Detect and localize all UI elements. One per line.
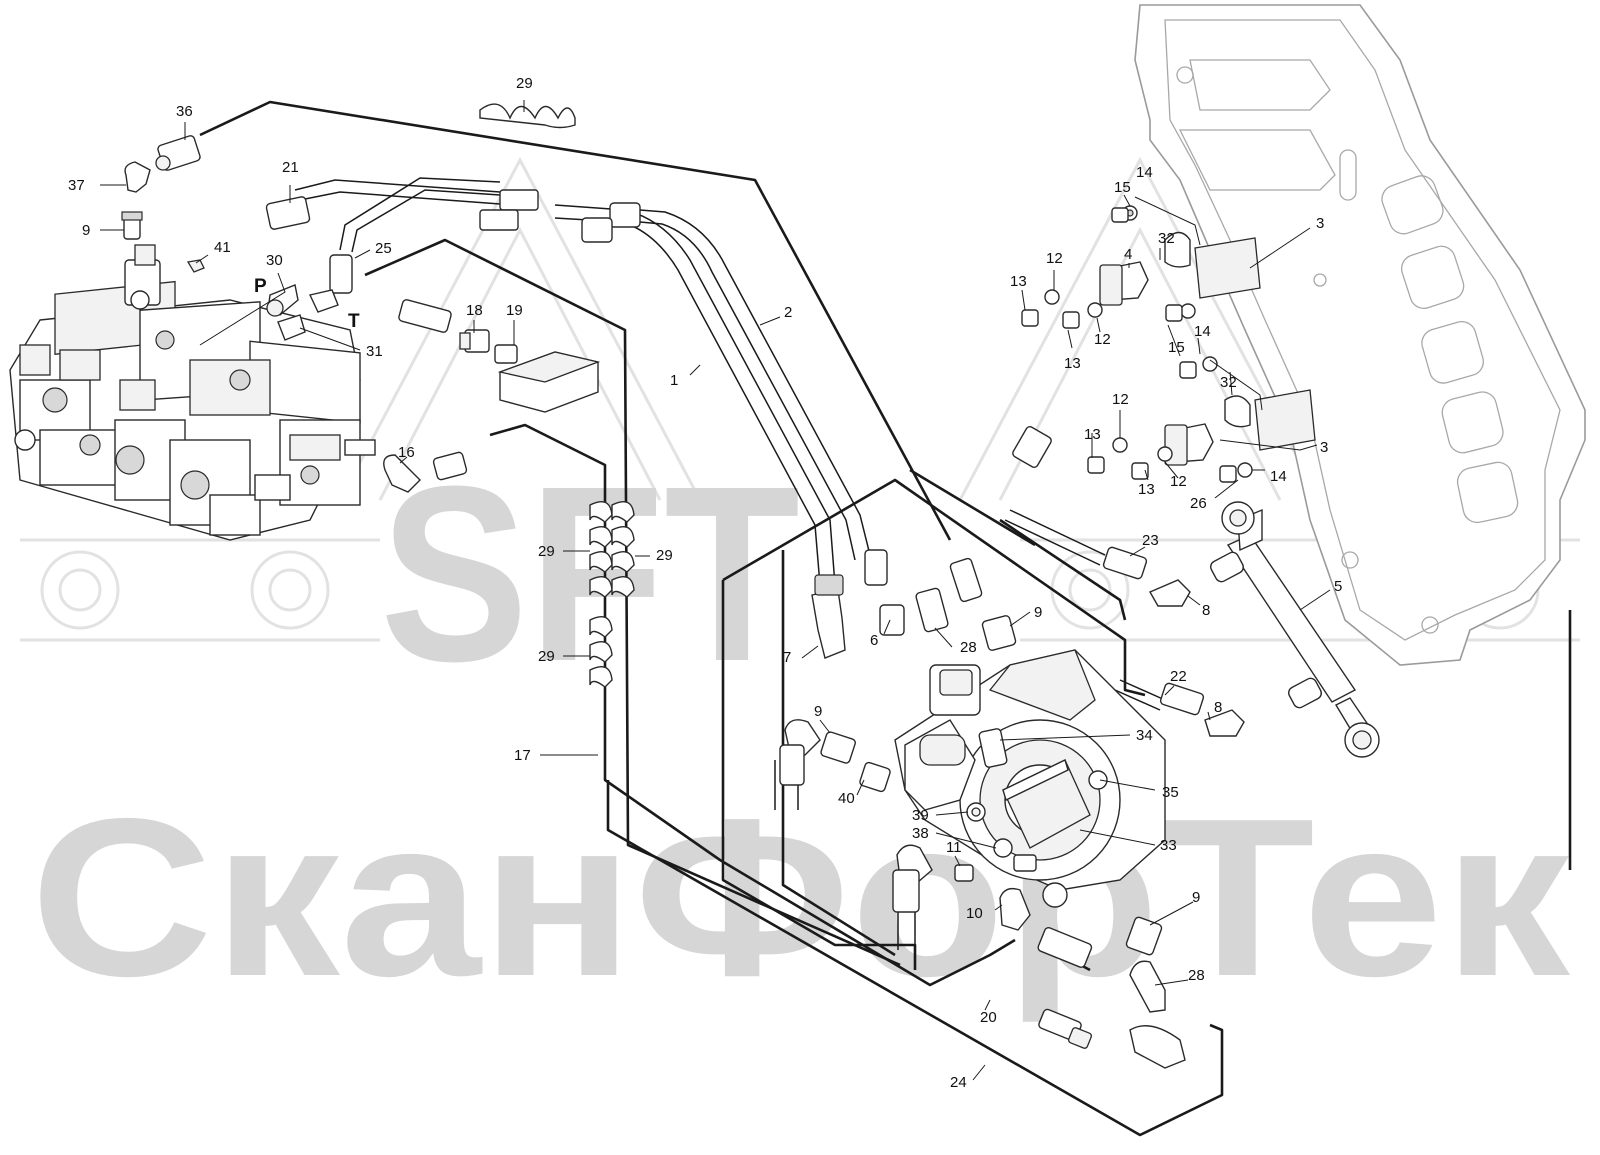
callout-8-a: 8 [1202,602,1210,619]
callout-12-b: 12 [1094,331,1111,348]
callout-3-a: 3 [1316,215,1324,232]
callout-11: 11 [946,839,962,856]
hose-20 [722,478,1146,697]
hoses [199,100,1572,1137]
callout-9-left: 9 [814,703,822,720]
loader-frame [1134,4,1586,666]
callout-33: 33 [1160,837,1177,854]
callout-15-a: 15 [1114,179,1131,196]
callout-15-b: 15 [1168,339,1185,356]
callout-32-b: 32 [1220,374,1237,391]
callout-7: 7 [783,649,791,666]
callout-26: 26 [1190,495,1207,512]
clamp-29-top [479,103,576,129]
callout-10: 10 [966,905,983,922]
callout-3-b: 3 [1320,439,1328,456]
callout-24: 24 [950,1074,967,1091]
callout-32-a: 32 [1158,230,1175,247]
watermark-logo-text: SFT [380,434,800,713]
callout-13-b: 13 [1064,355,1081,372]
control-valve-block [9,244,376,541]
port-label-tank: T [348,311,360,332]
hose-21 [294,179,501,193]
callout-34: 34 [1136,727,1153,744]
callout-20: 20 [980,1009,997,1026]
callout-29-b: 29 [656,547,673,564]
callout-41: 41 [214,239,231,256]
callout-25: 25 [375,240,392,257]
callout-14-c: 14 [1270,468,1287,485]
callout-12-c: 12 [1112,391,1129,408]
fittings [121,103,1380,1069]
callout-30: 30 [266,252,283,269]
callout-13-a: 13 [1010,273,1027,290]
callout-9-valve: 9 [82,222,90,239]
callout-19: 19 [506,302,523,319]
callout-29-a: 29 [538,543,555,560]
callout-12-d: 12 [1170,473,1187,490]
callout-21: 21 [282,159,299,176]
callout-35: 35 [1162,784,1179,801]
callout-38: 38 [912,825,929,842]
callout-18: 18 [466,302,483,319]
pipe-2 [639,209,871,556]
callout-40: 40 [838,790,855,807]
hose-24 [606,780,1224,1137]
clamp-29-a [589,501,613,598]
callout-12-a: 12 [1046,250,1063,267]
clamp-29-c [589,616,613,688]
callout-28-b: 28 [1188,967,1205,984]
callout-29-top: 29 [516,75,533,92]
callout-2: 2 [784,304,792,321]
callout-22: 22 [1170,668,1187,685]
callout-36: 36 [176,103,193,120]
callout-17: 17 [514,747,531,764]
callout-28-a: 28 [960,639,977,656]
clamp-29-b [611,501,635,598]
swivel-valve-unit [894,649,1166,908]
hose-36 [199,100,952,541]
callout-37: 37 [68,177,85,194]
callout-13-d: 13 [1138,481,1155,498]
callout-14-a: 14 [1136,164,1153,181]
callout-14-b: 14 [1194,323,1211,340]
callout-16: 16 [398,444,415,461]
callout-9-mid: 9 [1034,604,1042,621]
callout-8-b: 8 [1214,699,1222,716]
callout-23: 23 [1142,532,1159,549]
callout-4: 4 [1124,246,1132,263]
port-label-pressure: P [254,276,267,297]
hose-17 [364,238,901,967]
callout-39: 39 [912,807,929,824]
callout-31: 31 [366,343,383,360]
callout-6: 6 [870,632,878,649]
callout-9-bottom: 9 [1192,889,1200,906]
callout-leaders [100,100,1331,1081]
callout-13-c: 13 [1084,426,1101,443]
hose-16 [489,423,1016,987]
callout-5: 5 [1334,578,1342,595]
callout-1: 1 [670,372,678,389]
callout-29-c: 29 [538,648,555,665]
